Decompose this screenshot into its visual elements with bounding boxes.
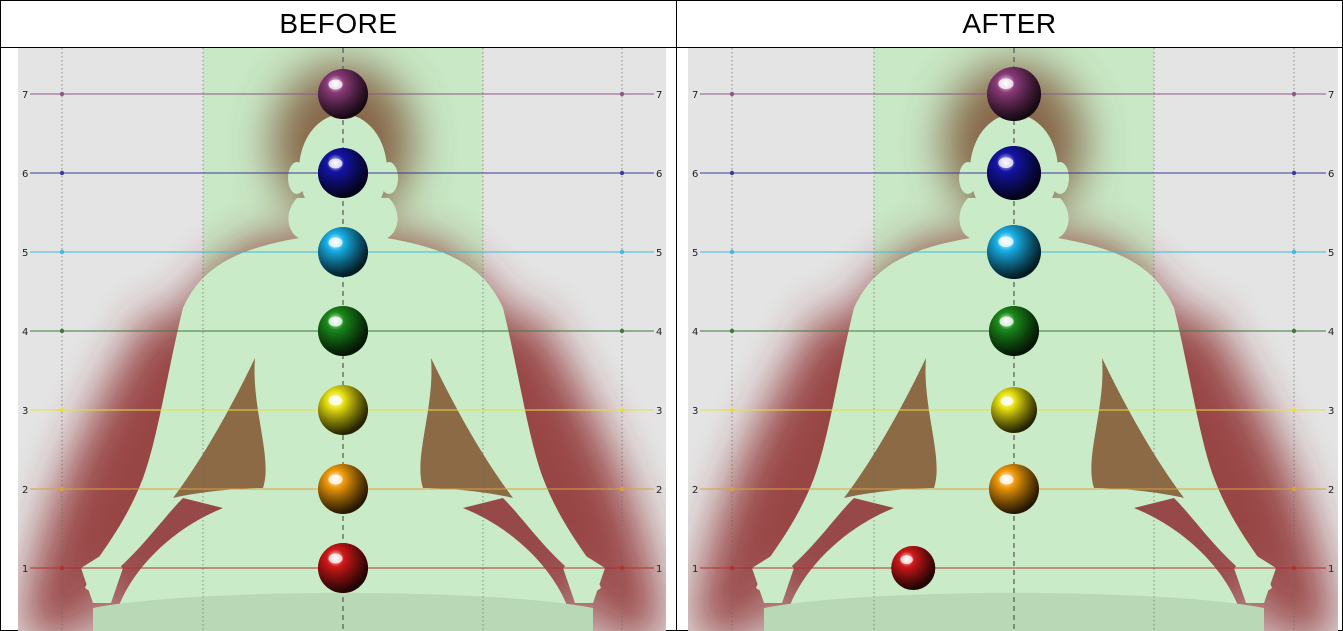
level-label-left-5: 5 xyxy=(692,248,698,259)
level-label-left-7: 7 xyxy=(692,90,698,101)
level-label-left-2: 2 xyxy=(22,485,28,496)
level-label-left-1: 1 xyxy=(22,564,28,575)
level-label-right-5: 5 xyxy=(656,248,662,259)
chakra-sphere-6 xyxy=(318,148,368,198)
chakra-sphere-7 xyxy=(987,67,1041,121)
level-label-right-4: 4 xyxy=(1328,327,1334,338)
level-label-left-3: 3 xyxy=(22,406,28,417)
level-label-right-5: 5 xyxy=(1328,248,1334,259)
level-label-right-3: 3 xyxy=(656,406,662,417)
level-label-right-6: 6 xyxy=(1328,169,1334,180)
chakra-sphere-4 xyxy=(989,306,1039,356)
chakra-sphere-3 xyxy=(991,387,1037,433)
level-label-left-6: 6 xyxy=(692,169,698,180)
level-label-left-1: 1 xyxy=(692,564,698,575)
level-label-right-1: 1 xyxy=(656,564,662,575)
level-label-right-7: 7 xyxy=(656,90,662,101)
level-label-right-6: 6 xyxy=(656,169,662,180)
before-header: BEFORE xyxy=(1,1,676,47)
level-label-left-7: 7 xyxy=(22,90,28,101)
chakra-sphere-5 xyxy=(987,225,1041,279)
before-panel: 1 1 2 2 3 3 4 4 5 5 6 6 7 7 xyxy=(18,48,666,631)
before-chakra-figure: 1 1 2 2 3 3 4 4 5 5 6 6 7 7 xyxy=(18,48,666,631)
after-panel: 1 1 2 2 3 3 4 4 5 5 6 6 7 7 xyxy=(688,48,1338,631)
level-label-left-4: 4 xyxy=(22,327,28,338)
level-label-right-3: 3 xyxy=(1328,406,1334,417)
chakra-sphere-5 xyxy=(318,227,368,277)
level-label-right-7: 7 xyxy=(1328,90,1334,101)
after-chakra-figure: 1 1 2 2 3 3 4 4 5 5 6 6 7 7 xyxy=(688,48,1338,631)
chakra-sphere-2 xyxy=(318,464,368,514)
level-label-left-5: 5 xyxy=(22,248,28,259)
chakra-sphere-4 xyxy=(318,306,368,356)
chakra-sphere-1 xyxy=(318,543,368,593)
level-label-right-4: 4 xyxy=(656,327,662,338)
chakra-sphere-2 xyxy=(989,464,1039,514)
chakra-sphere-1 xyxy=(891,546,935,590)
level-label-left-3: 3 xyxy=(692,406,698,417)
column-divider xyxy=(676,0,677,631)
chakra-sphere-6 xyxy=(987,146,1041,200)
level-label-left-2: 2 xyxy=(692,485,698,496)
level-label-left-4: 4 xyxy=(692,327,698,338)
chakra-sphere-3 xyxy=(318,385,368,435)
level-label-right-2: 2 xyxy=(656,485,662,496)
after-header: AFTER xyxy=(677,1,1342,47)
level-label-right-2: 2 xyxy=(1328,485,1334,496)
level-label-left-6: 6 xyxy=(22,169,28,180)
chakra-sphere-7 xyxy=(318,69,368,119)
level-label-right-1: 1 xyxy=(1328,564,1334,575)
